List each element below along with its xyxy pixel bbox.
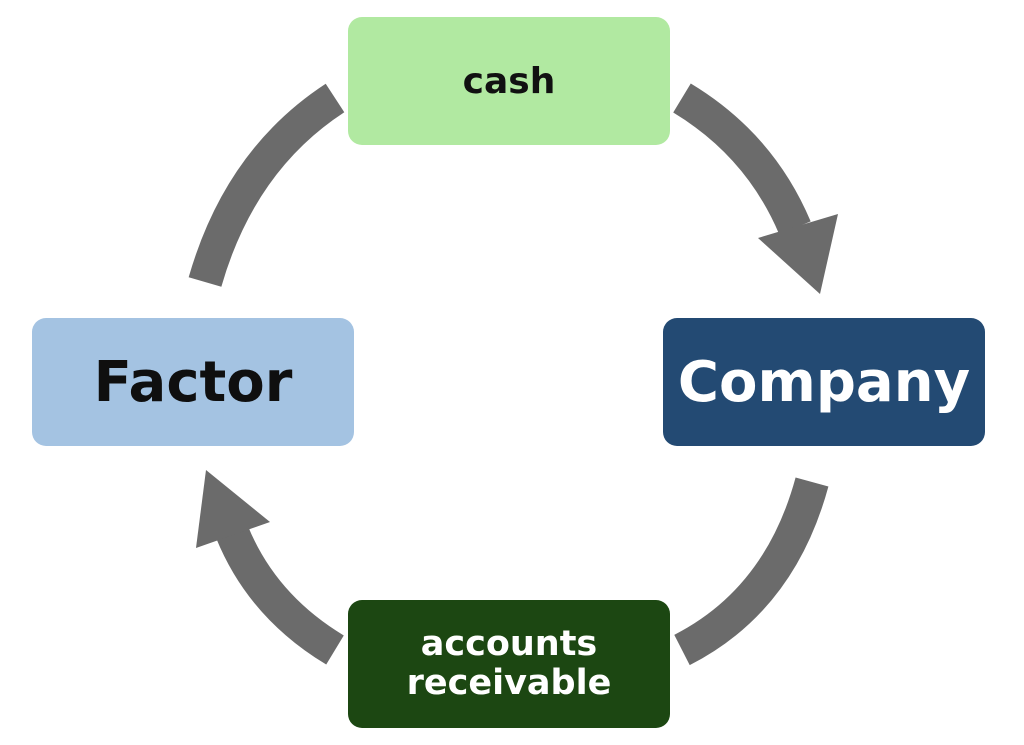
arrow-factor-to-cash (188, 83, 345, 287)
node-accounts-receivable-label: accounts receivable (406, 623, 612, 703)
node-factor: Factor (32, 318, 354, 446)
node-company: Company (663, 318, 985, 446)
arrowhead-receivable-to-factor (196, 470, 270, 548)
node-factor-label: Factor (93, 349, 293, 415)
arrow-cash-to-company (673, 83, 811, 235)
node-company-label: Company (677, 349, 971, 415)
arrow-company-to-receivable (674, 477, 829, 666)
node-cash: cash (348, 17, 670, 145)
arrowhead-cash-to-company (758, 214, 838, 294)
arrow-receivable-to-factor (216, 525, 344, 665)
node-cash-label: cash (462, 60, 556, 102)
node-accounts-receivable: accounts receivable (348, 600, 670, 728)
